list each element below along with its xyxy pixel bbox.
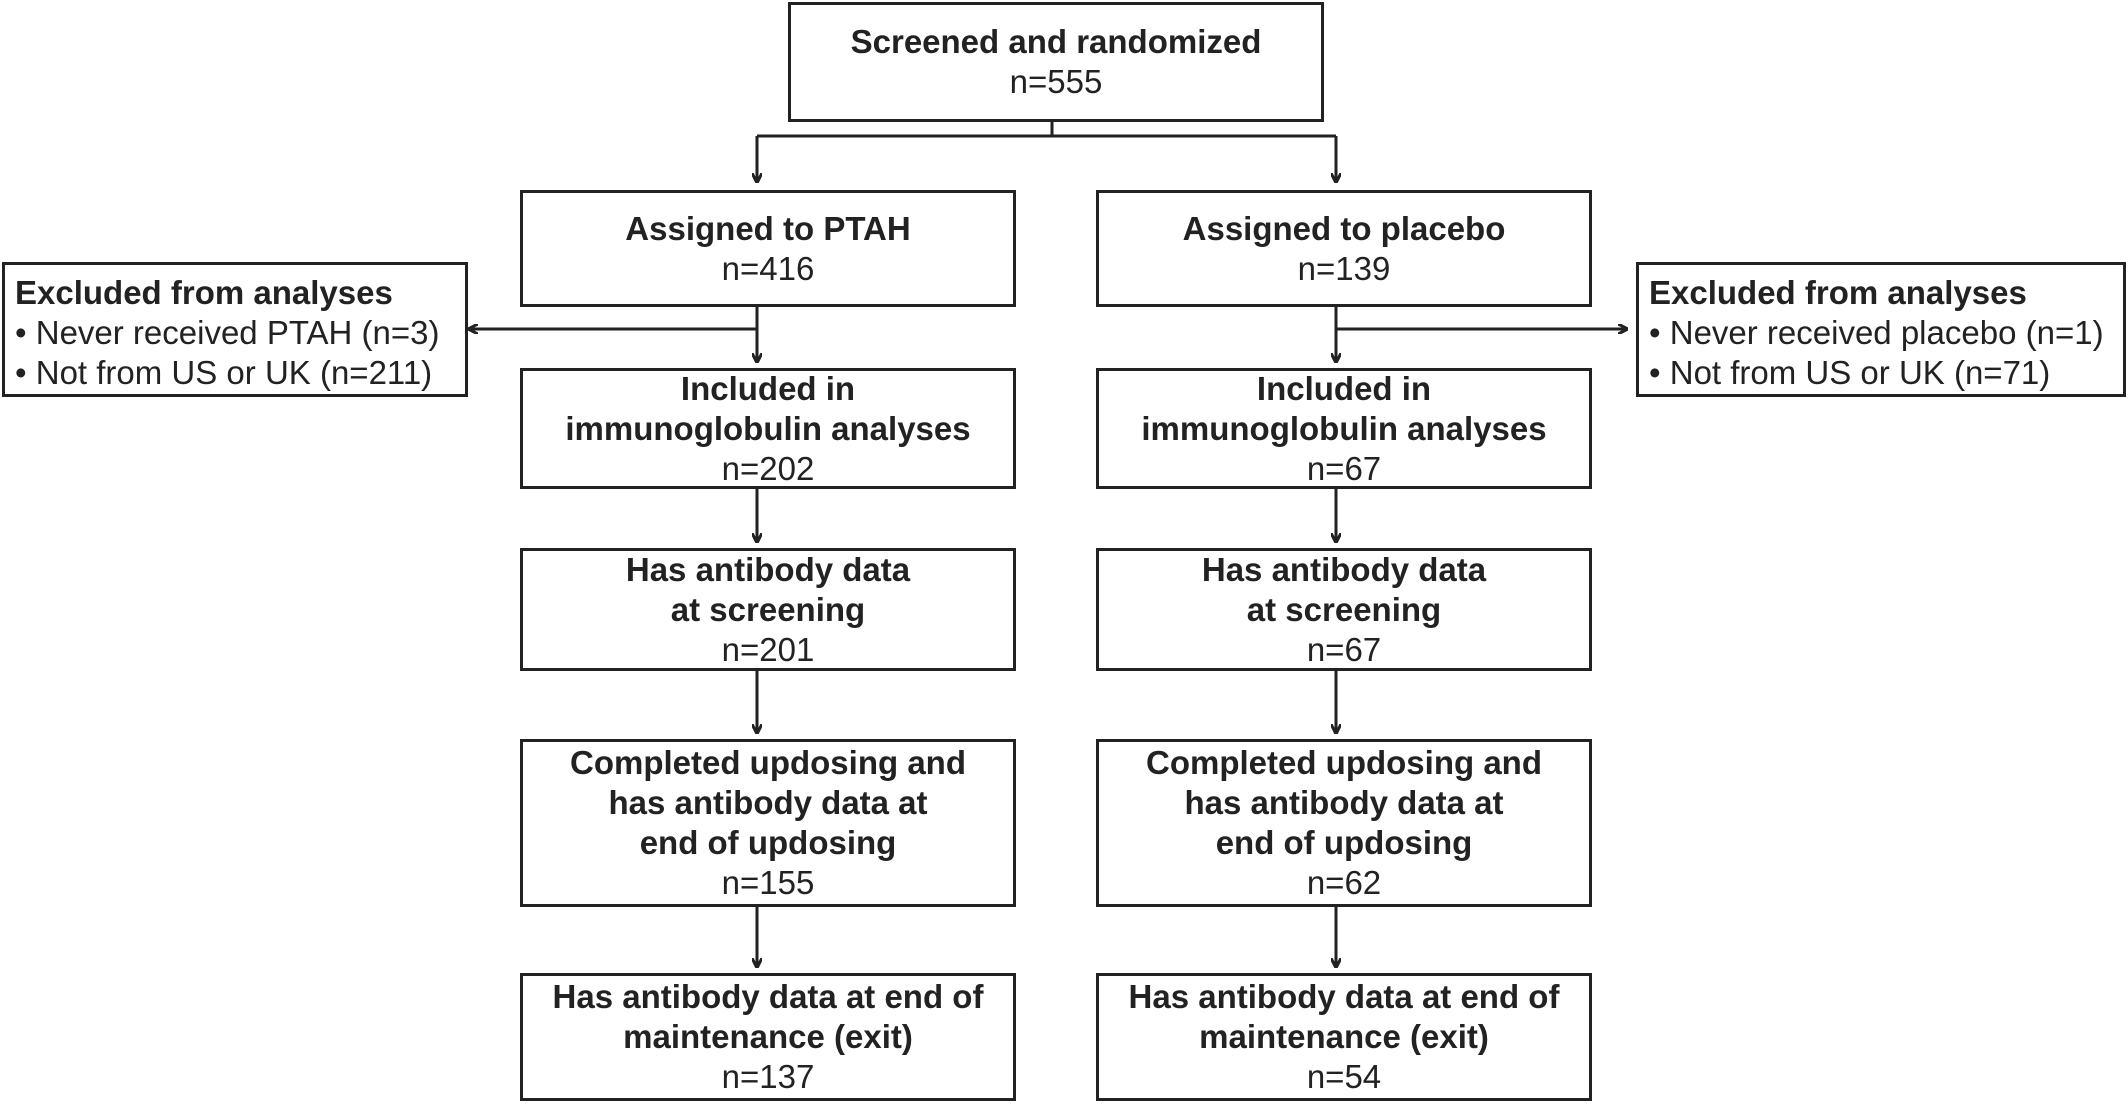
ptah-updosing-title-2: has antibody data at <box>608 784 928 821</box>
ptah-screening-count: n=201 <box>721 630 815 668</box>
assigned-placebo-box: Assigned to placebo n=139 <box>1096 190 1592 307</box>
excluded-ptah-item: Never received PTAH (n=3) <box>15 313 455 353</box>
placebo-screening-title-1: Has antibody data <box>1201 550 1487 588</box>
ptah-exit-count: n=137 <box>721 1058 815 1095</box>
excluded-placebo-box: Excluded from analyses Never received pl… <box>1636 262 2126 397</box>
ptah-exit-title-1: Has antibody data at end of <box>552 978 984 1015</box>
placebo-exit-box: Has antibody data at end of maintenance … <box>1096 973 1592 1101</box>
ptah-included-count: n=202 <box>721 449 815 487</box>
placebo-updosing-box: Completed updosing and has antibody data… <box>1096 739 1592 907</box>
placebo-exit-title-2: maintenance (exit) <box>1199 1018 1489 1055</box>
excluded-placebo-item: Not from US or UK (n=71) <box>1649 353 2113 393</box>
excluded-ptah-title: Excluded from analyses <box>15 274 393 311</box>
ptah-updosing-count: n=155 <box>721 864 815 901</box>
placebo-screening-title-2: at screening <box>1246 590 1442 628</box>
ptah-updosing-box: Completed updosing and has antibody data… <box>520 739 1016 907</box>
placebo-included-title-1: Included in <box>1256 369 1432 407</box>
placebo-updosing-count: n=62 <box>1306 864 1382 901</box>
placebo-screening-count: n=67 <box>1306 630 1382 668</box>
ptah-screening-title-1: Has antibody data <box>625 550 911 588</box>
ptah-included-title-1: Included in <box>680 369 856 407</box>
placebo-updosing-title-1: Completed updosing and <box>1146 744 1542 781</box>
assigned-ptah-title: Assigned to PTAH <box>625 209 911 247</box>
ptah-exit-title-2: maintenance (exit) <box>623 1018 913 1055</box>
assigned-ptah-count: n=416 <box>721 249 815 287</box>
placebo-included-count: n=67 <box>1306 449 1382 487</box>
ptah-included-title-2: immunoglobulin analyses <box>565 409 971 447</box>
ptah-screening-title-2: at screening <box>670 590 866 628</box>
placebo-screening-box: Has antibody data at screening n=67 <box>1096 548 1592 671</box>
placebo-exit-count: n=54 <box>1306 1058 1382 1095</box>
ptah-updosing-title-3: end of updosing <box>639 824 897 861</box>
screened-count: n=555 <box>1009 63 1103 100</box>
placebo-updosing-title-3: end of updosing <box>1215 824 1473 861</box>
ptah-updosing-title-1: Completed updosing and <box>570 744 966 781</box>
screened-randomized-box: Screened and randomized n=555 <box>788 2 1324 122</box>
assigned-ptah-box: Assigned to PTAH n=416 <box>520 190 1016 307</box>
ptah-screening-box: Has antibody data at screening n=201 <box>520 548 1016 671</box>
assigned-placebo-title: Assigned to placebo <box>1182 209 1506 247</box>
placebo-included-title-2: immunoglobulin analyses <box>1141 409 1547 447</box>
ptah-exit-box: Has antibody data at end of maintenance … <box>520 973 1016 1101</box>
screened-title: Screened and randomized <box>850 23 1262 60</box>
placebo-exit-title-1: Has antibody data at end of <box>1128 978 1560 1015</box>
excluded-ptah-item: Not from US or UK (n=211) <box>15 353 455 393</box>
excluded-placebo-title: Excluded from analyses <box>1649 274 2027 311</box>
ptah-included-box: Included in immunoglobulin analyses n=20… <box>520 368 1016 489</box>
excluded-ptah-box: Excluded from analyses Never received PT… <box>2 262 468 397</box>
assigned-placebo-count: n=139 <box>1297 249 1391 287</box>
excluded-placebo-item: Never received placebo (n=1) <box>1649 313 2113 353</box>
placebo-updosing-title-2: has antibody data at <box>1184 784 1504 821</box>
placebo-included-box: Included in immunoglobulin analyses n=67 <box>1096 368 1592 489</box>
